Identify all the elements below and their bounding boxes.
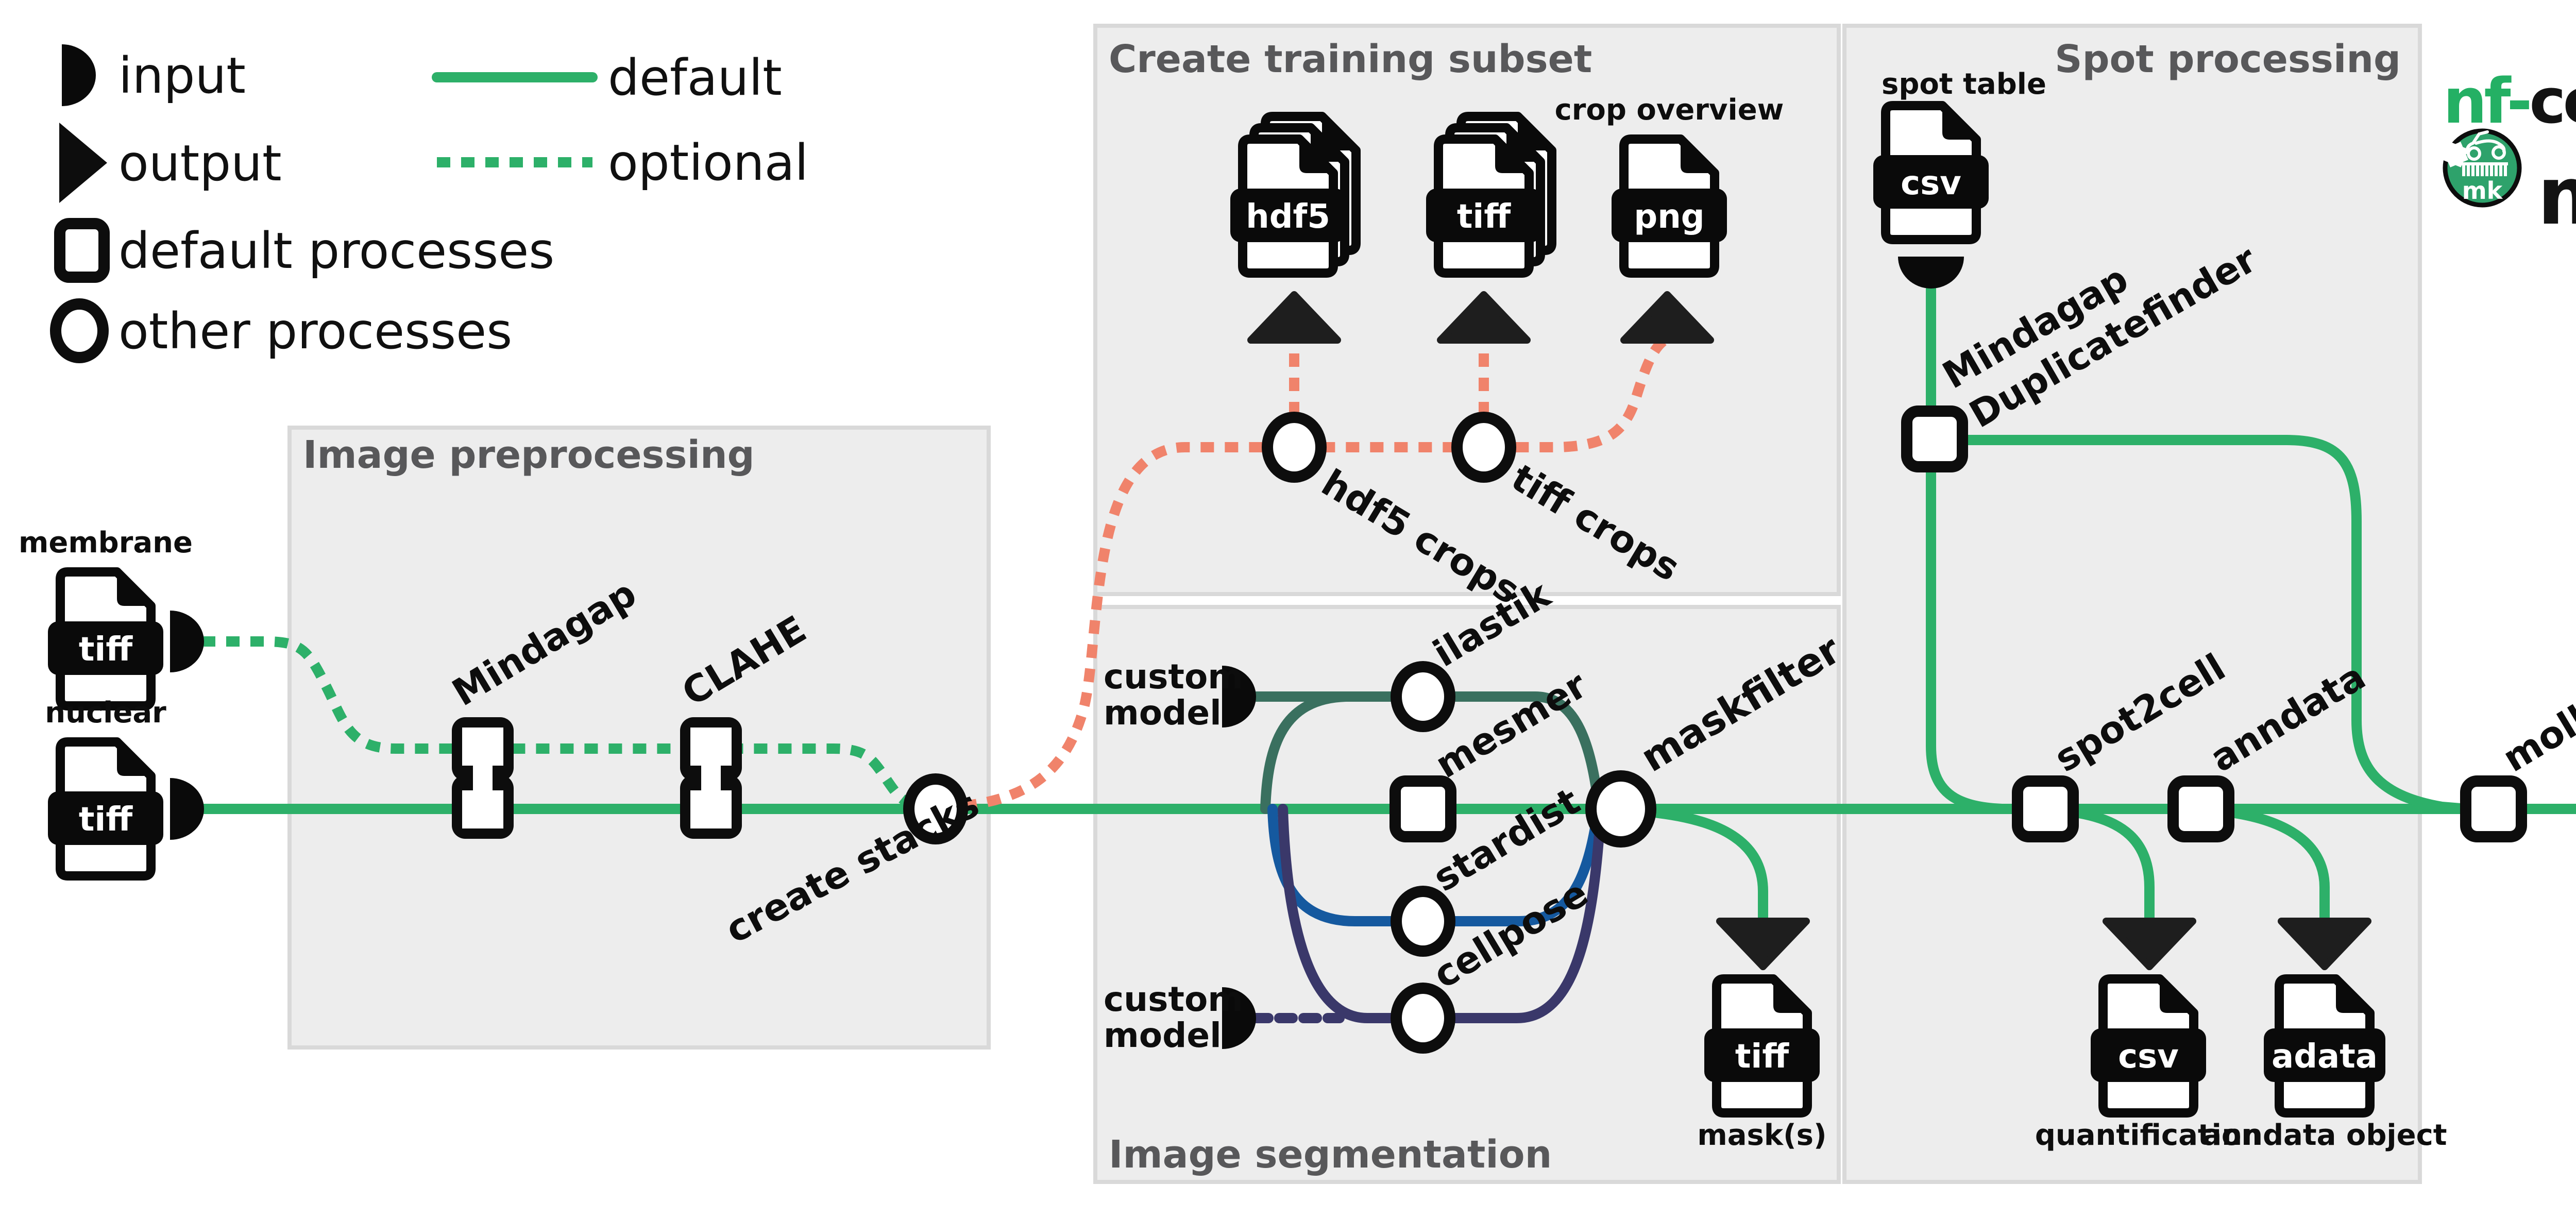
custom-model-top-label-2: model	[1104, 693, 1222, 733]
molkart-badge-icon: mk	[2443, 128, 2522, 208]
box-image-preprocessing: Image preprocessing	[287, 426, 991, 1050]
mesmer-node	[1389, 775, 1456, 842]
spot-table-file-icon: csv	[1873, 106, 1989, 240]
spot-table-label: spot table	[1882, 67, 2046, 101]
image-preprocessing-panel	[287, 426, 991, 1050]
edge-ilastik	[1249, 691, 1603, 807]
hdf5-crops-node	[1262, 412, 1327, 483]
cellpose-node	[1391, 983, 1455, 1054]
membrane-input-icon	[170, 611, 204, 672]
legend-optional-label: optional	[608, 134, 808, 192]
anndata-node	[2167, 775, 2234, 842]
legend-default-process-icon	[54, 218, 110, 283]
spot-table-input-icon	[1898, 257, 1964, 289]
mask-label: mask(s)	[1697, 1119, 1826, 1152]
edge-crops-optional	[962, 334, 1669, 811]
legend-input-icon	[62, 44, 96, 106]
molkartqc-label: molkartqc	[2495, 635, 2576, 781]
legend: input output default processes other pro…	[50, 44, 808, 363]
nuclear-input-icon	[170, 778, 204, 840]
crop-overview-file-icon: png	[1612, 139, 1727, 273]
edge-spot-table-down	[1926, 281, 2007, 814]
anndata-object-label: anndata object	[2202, 1119, 2447, 1152]
quantification-format: csv	[2118, 1038, 2179, 1076]
logo-core-text: core/	[2529, 66, 2576, 138]
spot-processing-title: Spot processing	[2055, 37, 2401, 81]
clahe-node	[680, 717, 742, 839]
nuclear-file-icon: tiff	[48, 742, 163, 876]
adata-format: adata	[2272, 1038, 2378, 1076]
anndata-object-file-icon: adata	[2264, 979, 2385, 1113]
tiff-crops-file-icon: tiff	[1426, 116, 1552, 273]
logo-nf-text: nf-	[2443, 66, 2530, 138]
image-preprocessing-title: Image preprocessing	[303, 433, 755, 477]
nuclear-format: tiff	[79, 801, 133, 839]
hdf5-format: hdf5	[1246, 198, 1330, 236]
hdf5-crops-file-icon: hdf5	[1230, 116, 1356, 273]
edge-mask-output	[1645, 807, 1768, 924]
edge-membrane-optional	[202, 636, 919, 811]
image-segmentation-title: Image segmentation	[1109, 1132, 1552, 1177]
legend-input-label: input	[118, 47, 246, 105]
edge-duplicatefinder-branch	[1958, 435, 2472, 814]
edge-quantification-output	[2067, 807, 2155, 924]
custom-model-bottom-label-1: custom	[1104, 979, 1243, 1019]
mask-file-icon: tiff	[1704, 979, 1820, 1113]
quantification-file-icon: csv	[2091, 979, 2206, 1113]
molkartqc-node	[2460, 775, 2527, 842]
tiff-crops-node	[1451, 412, 1516, 483]
png-format: png	[1634, 198, 1704, 236]
nuclear-label: nuclear	[45, 696, 166, 730]
edge-stardist	[1267, 804, 1602, 926]
custom-model-top-label-1: custom	[1104, 657, 1243, 697]
nf-core-molkart-logo: nf-core/ mk molkart	[2443, 66, 2576, 243]
logo-molkart-text: molkart	[2537, 149, 2576, 243]
crop-overview-label: crop overview	[1555, 93, 1784, 127]
mask-format: tiff	[1735, 1038, 1790, 1076]
stardist-node	[1391, 886, 1455, 957]
maskfilter-node	[1585, 770, 1656, 848]
mindagap-node	[452, 717, 514, 839]
edge-cellpose	[1278, 804, 1605, 1023]
quantification-label: quantification	[2035, 1119, 2262, 1152]
membrane-label: membrane	[19, 526, 193, 560]
spot2cell-node	[2012, 775, 2079, 842]
create-stacks-node	[903, 773, 968, 844]
legend-default-label: default	[608, 49, 782, 107]
csv-format: csv	[1901, 164, 1961, 202]
logo-wordmark: nf-core/	[2443, 66, 2576, 138]
custom-model-bottom-label-2: model	[1104, 1016, 1222, 1055]
membrane-file-icon: tiff	[48, 572, 163, 706]
legend-other-process-icon	[50, 298, 109, 363]
legend-output-label: output	[118, 134, 282, 192]
membrane-format: tiff	[79, 631, 133, 669]
mindagap-duplicatefinder-node	[1901, 405, 1968, 472]
pipeline-edges	[196, 281, 2576, 1023]
tiff-format: tiff	[1457, 198, 1512, 236]
legend-default-processes-label: default processes	[118, 222, 554, 280]
edge-anndata-output	[2223, 807, 2330, 924]
legend-other-processes-label: other processes	[118, 302, 512, 360]
legend-output-icon	[59, 123, 107, 203]
create-training-subset-title: Create training subset	[1109, 37, 1592, 81]
ilastik-node	[1391, 661, 1455, 732]
badge-mk-text: mk	[2462, 177, 2503, 205]
edge-ilastik-branch	[1260, 691, 1351, 814]
